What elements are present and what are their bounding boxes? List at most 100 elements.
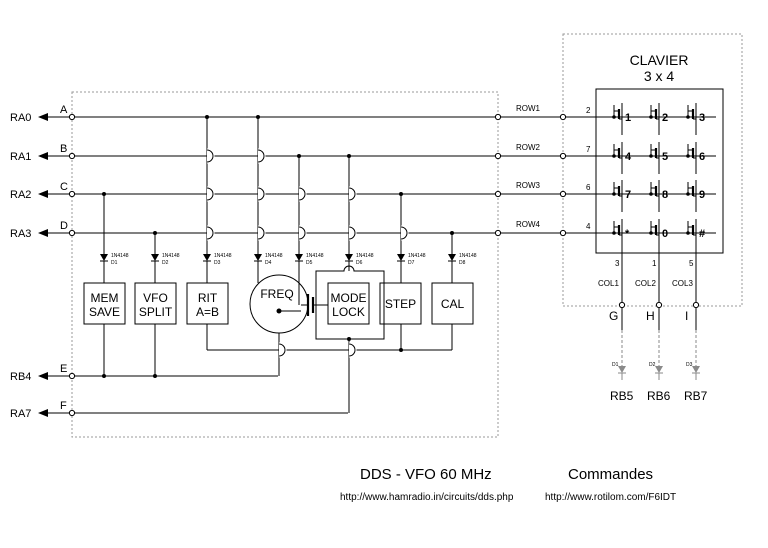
save-label: SAVE — [89, 305, 120, 319]
port-ra3: RA3 — [10, 228, 31, 240]
keypad-key-label: 1 — [625, 112, 631, 124]
svg-text:D1: D1 — [612, 362, 619, 368]
keypad-key-2: 3 — [686, 103, 705, 135]
port-ra0: RA0 — [10, 112, 31, 124]
cal-label: CAL — [441, 297, 465, 311]
keypad-subtitle: 3 x 4 — [644, 68, 675, 84]
return-lines — [103, 324, 453, 413]
svg-text:5: 5 — [689, 259, 694, 268]
svg-text:3: 3 — [615, 259, 620, 268]
svg-text:1N4148: 1N4148 — [306, 253, 324, 259]
svg-text:D1: D1 — [111, 260, 118, 266]
port-rb4: RB4 — [10, 371, 31, 383]
svg-text:1N4148: 1N4148 — [459, 253, 477, 259]
svg-text:ROW4: ROW4 — [516, 220, 541, 229]
freq-label: FREQ — [260, 287, 293, 301]
mode-lock-button — [327, 282, 370, 325]
diagram-title: DDS - VFO 60 MHz — [360, 466, 492, 483]
node-b: B — [60, 143, 67, 155]
node-f: F — [60, 400, 67, 412]
url-rotilom: http://www.rotilom.com/F6IDT — [545, 492, 676, 503]
keypad-key-9: * — [612, 219, 630, 251]
node-d: D — [60, 220, 68, 232]
node-a: A — [60, 104, 68, 116]
svg-text:D2: D2 — [162, 260, 169, 266]
svg-text:ROW1: ROW1 — [516, 104, 541, 113]
mode-lock-frame — [315, 265, 385, 340]
svg-text:D5: D5 — [306, 260, 313, 266]
keypad-key-7: 8 — [649, 180, 668, 212]
svg-text:ROW3: ROW3 — [516, 181, 541, 190]
keypad-key-label: * — [625, 228, 630, 240]
svg-text:1N4148: 1N4148 — [265, 253, 283, 259]
svg-text:D7: D7 — [408, 260, 415, 266]
keypad-key-label: 3 — [699, 112, 705, 124]
port-ra1: RA1 — [10, 151, 31, 163]
diodes — [100, 254, 456, 268]
rit-label: RIT — [198, 291, 218, 305]
a-equals-b-label: A=B — [196, 305, 219, 319]
keypad-key-4: 5 — [649, 142, 668, 174]
output-labels: RB5 RB6 RB7 — [610, 389, 708, 403]
svg-text:COL3: COL3 — [672, 279, 693, 288]
svg-text:1N4148: 1N4148 — [214, 253, 232, 259]
output-rb6: RB6 — [647, 389, 671, 403]
keypad-key-label: # — [699, 228, 705, 240]
output-rb5: RB5 — [610, 389, 634, 403]
keypad-board-outline — [562, 33, 743, 307]
svg-text:D8: D8 — [459, 260, 466, 266]
vfo-label: VFO — [143, 291, 168, 305]
diagram-subtitle: Commandes — [568, 466, 653, 483]
mode-label: MODE — [331, 291, 367, 305]
svg-text:COL1: COL1 — [598, 279, 619, 288]
keypad-key-label: 4 — [625, 151, 632, 163]
keypad-key-label: 2 — [662, 112, 668, 124]
port-ra2: RA2 — [10, 189, 31, 201]
svg-text:2: 2 — [586, 106, 591, 115]
svg-text:1: 1 — [652, 259, 657, 268]
svg-text:1N4148: 1N4148 — [356, 253, 374, 259]
svg-text:G: G — [609, 309, 618, 323]
keypad-key-1: 2 — [649, 103, 668, 135]
svg-text:1N4148: 1N4148 — [111, 253, 129, 259]
keypad-key-8: 9 — [686, 180, 705, 212]
column-node-labels: G H I — [609, 309, 688, 323]
svg-text:I: I — [685, 309, 688, 323]
keypad-key-6: 7 — [612, 180, 631, 212]
svg-text:D3: D3 — [214, 260, 221, 266]
buttons: MEM SAVE VFO SPLIT RIT A=B FREQ MODE LOC… — [83, 265, 474, 376]
svg-text:H: H — [646, 309, 655, 323]
keypad-key-0: 1 — [612, 103, 631, 135]
keypad-key-label: 7 — [625, 189, 631, 201]
svg-text:COL2: COL2 — [635, 279, 656, 288]
svg-text:D4: D4 — [265, 260, 272, 266]
svg-text:1N4148: 1N4148 — [162, 253, 180, 259]
mem-label: MEM — [91, 291, 119, 305]
keypad-key-label: 6 — [699, 151, 705, 163]
node-c: C — [60, 181, 68, 193]
svg-text:D3: D3 — [686, 362, 693, 368]
keypad-key-label: 5 — [662, 151, 668, 163]
svg-text:7: 7 — [586, 145, 591, 154]
row-labels: ROW1 ROW2 ROW3 ROW4 2 7 6 4 — [516, 104, 591, 231]
url-hamradio: http://www.hamradio.in/circuits/dds.php — [340, 492, 514, 503]
split-label: SPLIT — [139, 305, 173, 319]
keypad-title: CLAVIER — [630, 52, 689, 68]
svg-text:D2: D2 — [649, 362, 656, 368]
svg-text:1N4148: 1N4148 — [408, 253, 426, 259]
port-labels: RA0 RA1 RA2 RA3 RB4 RA7 A B C D E F — [10, 104, 68, 420]
keypad-key-label: 8 — [662, 189, 668, 201]
keypad-key-3: 4 — [612, 142, 632, 174]
svg-text:ROW2: ROW2 — [516, 143, 541, 152]
output-rb7: RB7 — [684, 389, 708, 403]
node-e: E — [60, 363, 67, 375]
step-label: STEP — [385, 297, 416, 311]
entry-terminals — [68, 113, 567, 417]
control-board-outline — [71, 91, 499, 438]
column-labels: 3 1 5 COL1 COL2 COL3 — [598, 259, 694, 288]
column-diodes: D1 D2 D3 — [612, 330, 700, 380]
keypad-key-5: 6 — [686, 142, 705, 174]
